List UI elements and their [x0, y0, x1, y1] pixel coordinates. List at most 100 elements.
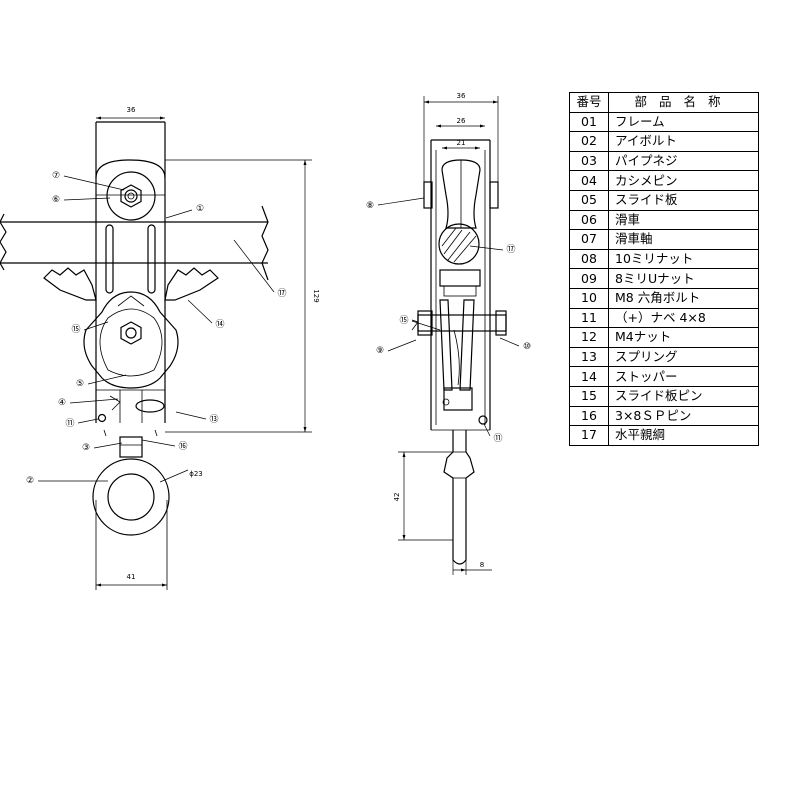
dim-front-top-width: 36: [127, 106, 136, 114]
parts-table-header-row: 番号 部品名称: [569, 92, 759, 113]
dim-front-height: 129: [312, 289, 320, 302]
dim-side-mid-width: 26: [457, 117, 466, 125]
part-name: M8 六角ボルト: [608, 287, 759, 309]
callout-side-11: ⑪: [493, 433, 502, 444]
side-pulley: [441, 159, 481, 229]
callout-5: ⑤: [76, 379, 84, 389]
part-name: ストッパー: [608, 366, 759, 387]
part-no: 02: [569, 131, 609, 152]
part-no: 17: [569, 425, 609, 446]
pipe-screw: [119, 436, 143, 458]
pulley: [106, 171, 156, 221]
side-axle-nut: [423, 181, 433, 209]
part-no: 12: [569, 327, 609, 348]
frame-slot-left: [105, 224, 114, 294]
callout-14: ⑭: [215, 319, 224, 330]
spring: [135, 399, 165, 413]
callout-side-15: ⑮: [399, 315, 408, 326]
table-row: 11（+）ナベ 4×8: [569, 307, 759, 329]
callout-side-9: ⑨: [376, 346, 384, 356]
part-no: 15: [569, 385, 609, 407]
front-dimensions: 36 129 ϕ23 41: [96, 106, 320, 587]
callout-6: ⑥: [52, 195, 60, 205]
dim-front-bottom-width: 41: [127, 573, 136, 581]
dim-side-pulley-width: 21: [457, 139, 466, 147]
part-name: パイプネジ: [608, 150, 759, 172]
header-name: 部品名称: [608, 92, 759, 113]
dim-side-rod-width: 8: [480, 561, 484, 569]
side-eye-bolt: [443, 430, 475, 565]
part-name: 滑車軸: [608, 229, 759, 250]
callout-17: ⑰: [277, 288, 286, 299]
part-name: スプリング: [608, 346, 759, 368]
part-name: カシメピン: [608, 170, 759, 191]
side-dimensions: 36 26 21 42 8: [393, 92, 499, 575]
eye-bolt: [92, 458, 170, 536]
part-name: 3×8ＳＰピン: [608, 405, 759, 427]
part-no: 06: [569, 209, 609, 231]
stopper-left: [43, 267, 97, 301]
callout-11: ⑪: [65, 418, 74, 429]
part-no: 11: [569, 307, 609, 329]
callout-15: ⑮: [71, 324, 80, 335]
part-name: スライド板ピン: [608, 385, 759, 407]
slide-plate: [83, 291, 179, 389]
part-no: 09: [569, 268, 609, 289]
dim-front-eye-dia: ϕ23: [189, 470, 203, 478]
part-no: 08: [569, 248, 609, 270]
side-lifeline-section: [438, 223, 480, 265]
callout-16: ⑯: [178, 441, 187, 452]
screw-11: [97, 413, 107, 423]
center-bolt-nut: [120, 321, 142, 345]
pulley-axle-nut: [120, 184, 142, 208]
callout-side-10: ⑩: [523, 342, 531, 352]
callout-4: ④: [58, 398, 66, 408]
part-no: 01: [569, 111, 609, 133]
header-no: 番号: [569, 92, 609, 113]
part-name: 8ミリUナット: [608, 268, 759, 289]
callout-7: ⑦: [52, 171, 60, 181]
front-callouts: ⑦ ⑥ ① ⑰ ⑮ ⑭ ⑤ ④ ⑪ ⑬ ③ ⑯ ②: [26, 171, 287, 486]
part-name: 水平親綱: [608, 425, 759, 446]
side-screw-11: [478, 415, 488, 425]
part-name: 10ミリナット: [608, 248, 759, 270]
part-name: 滑車: [608, 209, 759, 231]
part-no: 03: [569, 150, 609, 172]
side-view: [411, 139, 507, 565]
part-no: 05: [569, 189, 609, 211]
stopper-right: [164, 267, 219, 301]
part-no: 16: [569, 405, 609, 427]
part-name: M4ナット: [608, 327, 759, 348]
part-name: アイボルト: [608, 131, 759, 152]
front-view: [0, 121, 269, 590]
dim-side-top-width: 36: [457, 92, 466, 100]
part-no: 14: [569, 366, 609, 387]
frame-slot-right: [147, 224, 156, 294]
callout-13: ⑬: [209, 414, 218, 425]
callout-1: ①: [196, 204, 204, 214]
part-no: 13: [569, 346, 609, 368]
callout-side-8: ⑧: [366, 201, 374, 211]
side-callouts: ⑧ ⑰ ⑮ ⑨ ⑩ ⑪: [366, 197, 531, 444]
part-name: （+）ナベ 4×8: [608, 307, 759, 329]
part-name: スライド板: [608, 189, 759, 211]
side-slide-plate: [439, 299, 453, 391]
part-name: フレーム: [608, 111, 759, 133]
